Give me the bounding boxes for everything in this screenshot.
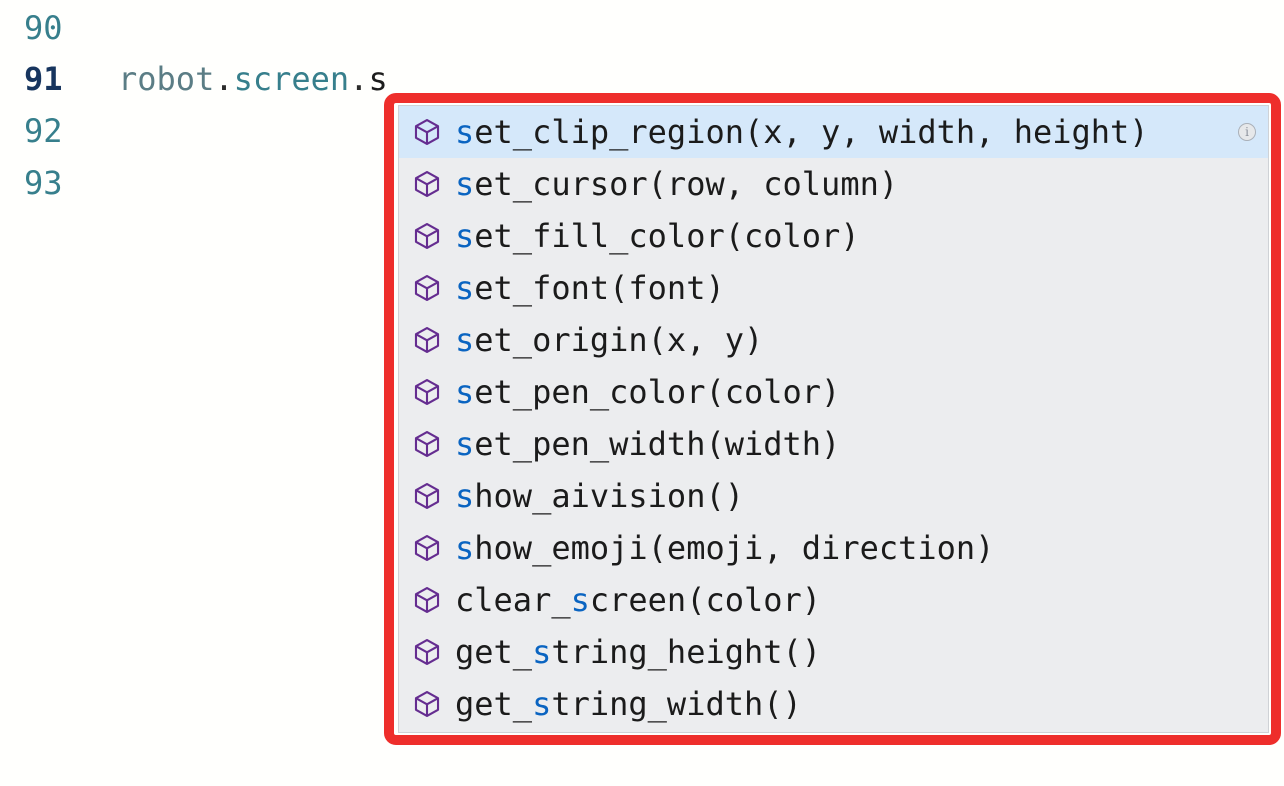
method-cube-icon: [413, 222, 441, 250]
autocomplete-item-set_cursor[interactable]: set_cursor(row, column): [399, 158, 1268, 210]
line-number-91: 91: [24, 60, 63, 98]
autocomplete-item-set_fill_color[interactable]: set_fill_color(color): [399, 210, 1268, 262]
autocomplete-item-label: show_emoji(emoji, direction): [455, 529, 995, 567]
method-cube-icon: [413, 638, 441, 666]
line-number-90: 90: [24, 9, 63, 47]
autocomplete-item-label: get_string_width(): [455, 685, 802, 723]
autocomplete-item-label: set_origin(x, y): [455, 321, 764, 359]
method-cube-icon: [413, 326, 441, 354]
annotation-highlight-frame: set_clip_region(x, y, width, height) i s…: [384, 93, 1281, 745]
autocomplete-item-label: get_string_height(): [455, 633, 822, 671]
autocomplete-item-set_font[interactable]: set_font(font): [399, 262, 1268, 314]
code-token-dot: .: [214, 60, 234, 98]
autocomplete-item-set_clip_region[interactable]: set_clip_region(x, y, width, height) i: [399, 106, 1268, 158]
info-icon[interactable]: i: [1238, 123, 1256, 141]
code-token-typed: s: [368, 60, 388, 98]
method-cube-icon: [413, 274, 441, 302]
autocomplete-item-label: set_fill_color(color): [455, 217, 860, 255]
autocomplete-item-label: set_clip_region(x, y, width, height): [455, 113, 1149, 151]
line-number-92: 92: [24, 112, 63, 150]
code-line-91[interactable]: robot.screen.s: [118, 60, 388, 98]
autocomplete-item-label: set_cursor(row, column): [455, 165, 899, 203]
autocomplete-item-label: set_pen_width(width): [455, 425, 841, 463]
autocomplete-item-label: set_pen_color(color): [455, 373, 841, 411]
code-token-object: robot: [118, 60, 215, 98]
line-number-93: 93: [24, 164, 63, 202]
autocomplete-item-label: clear_screen(color): [455, 581, 822, 619]
method-cube-icon: [413, 170, 441, 198]
method-cube-icon: [413, 118, 441, 146]
autocomplete-item-set_pen_color[interactable]: set_pen_color(color): [399, 366, 1268, 418]
code-token-property: screen: [233, 60, 350, 98]
autocomplete-item-show_emoji[interactable]: show_emoji(emoji, direction): [399, 522, 1268, 574]
code-token-dot: .: [349, 60, 369, 98]
method-cube-icon: [413, 534, 441, 562]
method-cube-icon: [413, 586, 441, 614]
autocomplete-item-show_aivision[interactable]: show_aivision(): [399, 470, 1268, 522]
autocomplete-item-label: show_aivision(): [455, 477, 744, 515]
autocomplete-item-get_string_width[interactable]: get_string_width(): [399, 678, 1268, 730]
autocomplete-item-get_string_height[interactable]: get_string_height(): [399, 626, 1268, 678]
autocomplete-item-label: set_font(font): [455, 269, 725, 307]
method-cube-icon: [413, 690, 441, 718]
method-cube-icon: [413, 430, 441, 458]
method-cube-icon: [413, 378, 441, 406]
autocomplete-dropdown: set_clip_region(x, y, width, height) i s…: [398, 105, 1269, 733]
method-cube-icon: [413, 482, 441, 510]
autocomplete-item-set_origin[interactable]: set_origin(x, y): [399, 314, 1268, 366]
autocomplete-item-clear_screen[interactable]: clear_screen(color): [399, 574, 1268, 626]
autocomplete-item-set_pen_width[interactable]: set_pen_width(width): [399, 418, 1268, 470]
